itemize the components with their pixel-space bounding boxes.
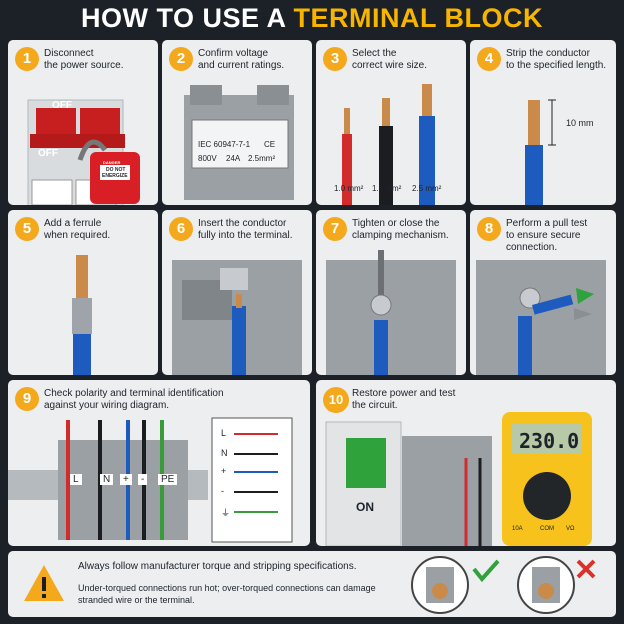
title-prefix: HOW TO USE A <box>80 3 294 33</box>
wire-size-3: 2.5 mm² <box>412 184 442 193</box>
pull-test-illustration <box>476 260 606 375</box>
rating-standard: IEC 60947-7-1 <box>198 140 251 149</box>
diagram-label-l: L <box>221 428 227 438</box>
restore-power-test-illustration <box>325 412 592 546</box>
wire-size-2: 1.5 mm² <box>372 184 402 193</box>
rating-voltage: 800V <box>198 154 217 163</box>
step-card-10: ON 230.0 10A COM VΩ 10 Restore power and… <box>316 380 616 546</box>
footer-illustrations <box>24 556 596 614</box>
meter-port-com: COM <box>540 526 554 532</box>
polarity-check-illustration <box>8 417 293 543</box>
lockout-tag-danger: DANGER <box>103 160 121 165</box>
wire-size-1: 1.0 mm² <box>334 184 364 193</box>
step-number-8: 8 <box>477 217 501 241</box>
step-number-5: 5 <box>15 217 39 241</box>
footer-line-1: Always follow manufacturer torque and st… <box>78 561 357 572</box>
terminal-rating-illustration <box>184 85 294 200</box>
check-icon <box>472 559 500 583</box>
insert-conductor-illustration <box>172 260 302 375</box>
ferrule-illustration <box>72 255 92 375</box>
diagram-label-n: N <box>221 448 228 458</box>
step-number-4: 4 <box>477 47 501 71</box>
wire-sizes-illustration <box>342 84 435 205</box>
step-card-1: OFF OFF DANGER DO NOT ENERGIZE 1 Disconn… <box>8 40 158 205</box>
step-number-9: 9 <box>15 387 39 411</box>
warning-icon <box>24 565 64 601</box>
title-highlight: TERMINAL BLOCK <box>293 3 543 33</box>
meter-reading: 230.0 <box>519 429 580 453</box>
footer-warning: Always follow manufacturer torque and st… <box>8 551 616 617</box>
breaker-off-label-1: OFF <box>52 100 72 111</box>
meter-port-vohm: VΩ <box>566 526 575 532</box>
terminal-marker-n: N <box>100 474 114 485</box>
meter-port-10a: 10A <box>512 526 523 532</box>
breaker-lockout-illustration <box>27 99 140 205</box>
diagram-label-minus: - <box>221 486 224 496</box>
step-card-9: L N + - PE L N + - ⏚ 9 Check polarity an… <box>8 380 310 546</box>
terminal-marker-plus: + <box>120 474 132 485</box>
diagram-label-plus: + <box>221 466 227 476</box>
terminal-marker-l: L <box>70 474 82 485</box>
step-number-3: 3 <box>323 47 347 71</box>
lockout-tag-do-not: DO NOT <box>106 167 126 173</box>
strip-length-illustration <box>525 99 556 205</box>
step-number-7: 7 <box>323 217 347 241</box>
breaker-on-label: ON <box>356 500 374 514</box>
diagram-label-ground: ⏚ <box>221 508 231 518</box>
step-number-6: 6 <box>169 217 193 241</box>
rating-current: 24A <box>226 154 241 163</box>
step-number-1: 1 <box>15 47 39 71</box>
page-title: HOW TO USE A TERMINAL BLOCK <box>0 0 624 36</box>
rating-size: 2.5mm² <box>248 154 276 163</box>
step-number-2: 2 <box>169 47 193 71</box>
tighten-clamp-illustration <box>326 250 456 375</box>
terminal-marker-pe: PE <box>158 474 178 485</box>
rating-ce-mark: CE <box>264 140 276 149</box>
footer-line-2: Under-torqued connections run hot; over-… <box>78 583 376 605</box>
step-card-2: IEC 60947-7-1 CE 800V 24A 2.5mm² 2 Confi… <box>162 40 312 205</box>
step-caption-9: Check polarity and terminal identificati… <box>44 388 224 411</box>
breaker-off-label-2: OFF <box>38 148 58 159</box>
terminal-marker-minus: - <box>138 474 148 485</box>
lockout-tag-energize: ENERGIZE <box>102 173 128 179</box>
cross-icon <box>576 559 596 579</box>
strip-length-label: 10 mm <box>566 118 594 128</box>
step-number-10: 10 <box>323 387 349 413</box>
